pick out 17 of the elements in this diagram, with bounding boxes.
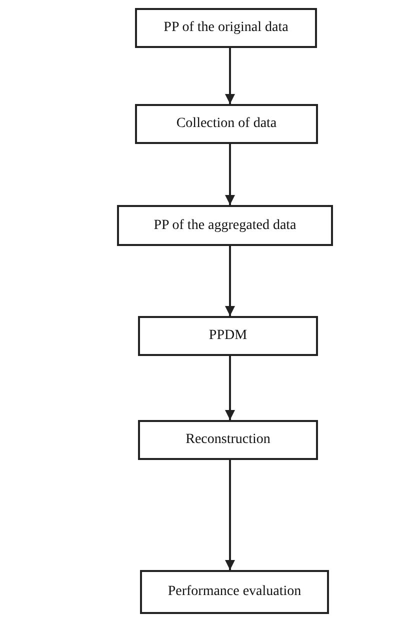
box-label: Reconstruction	[186, 432, 270, 448]
process-box	[138, 420, 318, 460]
arrow	[225, 246, 235, 316]
box-label: PP of the aggregated data	[154, 218, 296, 234]
arrow	[225, 460, 235, 570]
process-box	[138, 316, 318, 356]
arrow	[225, 356, 235, 420]
arrow	[225, 48, 235, 104]
box-label: PPDM	[208, 328, 248, 344]
box-label: Performance evaluation	[168, 584, 302, 600]
process-box	[135, 8, 317, 48]
process-box	[117, 205, 333, 246]
process-box	[135, 104, 318, 144]
box-label: Collection of data	[176, 116, 277, 132]
arrow	[225, 144, 235, 205]
process-box	[140, 570, 329, 614]
box-label: PP of the original data	[164, 20, 288, 36]
